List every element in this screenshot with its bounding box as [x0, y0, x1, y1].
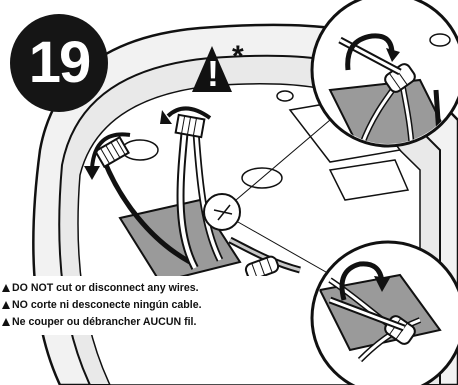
callout-bottom-right — [312, 242, 458, 385]
screw-hole — [277, 91, 293, 101]
warning-bullet-icon — [2, 301, 10, 309]
notice-line-spanish: NO corte ni desconecte ningún cable. — [2, 297, 270, 314]
warning-triangle-icon: ! — [207, 56, 219, 92]
warning-bullet-icon — [2, 318, 10, 326]
notice-line-english: DO NOT cut or disconnect any wires. — [2, 280, 270, 297]
step-number-badge: 19 — [10, 14, 108, 112]
warning-asterisk: * — [232, 40, 244, 74]
cable-connector-right — [176, 115, 205, 137]
wire-warning-notice: DO NOT cut or disconnect any wires. NO c… — [0, 276, 270, 335]
notice-line-french: Ne couper ou débrancher AUCUN fil. — [2, 314, 270, 331]
warning-bullet-icon — [2, 284, 10, 292]
